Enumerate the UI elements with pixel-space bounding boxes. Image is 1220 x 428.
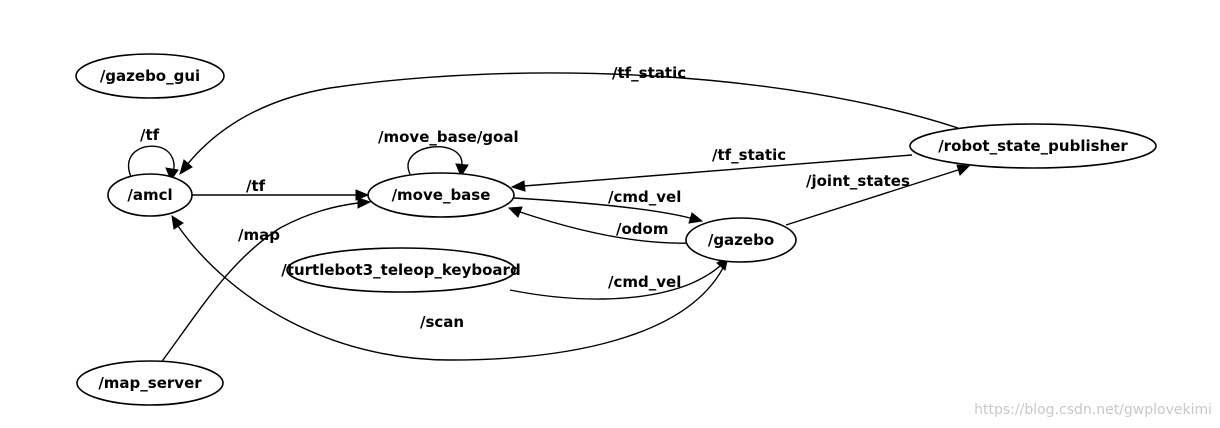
arrowhead — [956, 164, 971, 176]
node-label: /amcl — [127, 186, 172, 204]
node-ellipse — [286, 247, 516, 293]
node-ellipse — [76, 360, 224, 406]
watermark-text: https://blog.csdn.net/gwplovekimi — [974, 402, 1212, 418]
edge-label-cmd-vel-move-base: /cmd_vel — [608, 188, 681, 206]
edge-tf-static-top — [185, 72, 959, 167]
edge-label-tf-static-top: /tf_static — [612, 64, 686, 82]
arrowhead — [179, 159, 193, 176]
edge-label-map: /map — [238, 226, 280, 244]
node-gazebo[interactable]: /gazebo — [685, 217, 797, 263]
edge-label-tf-self: /tf — [140, 126, 160, 144]
node-label: /move_base — [392, 186, 491, 204]
node-label: /map_server — [98, 374, 202, 392]
node-map-server[interactable]: /map_server — [76, 360, 224, 406]
node-turtlebot3-teleop-keyboard[interactable]: /turtlebot3_teleop_keyboard — [281, 247, 521, 293]
node-gazebo-gui[interactable]: /gazebo_gui — [75, 53, 225, 99]
arrowhead — [357, 197, 372, 209]
edge-label-joint-states: /joint_states — [806, 172, 910, 190]
node-label: /gazebo_gui — [100, 67, 200, 85]
node-ellipse — [909, 123, 1157, 169]
arrowhead — [688, 212, 704, 224]
node-amcl[interactable]: /amcl — [107, 173, 193, 217]
edge-label-odom: /odom — [616, 220, 668, 238]
arrowhead — [507, 206, 523, 218]
edge-scan — [177, 225, 727, 361]
edge-label-move-base-goal: /move_base/goal — [378, 128, 519, 146]
edge-label-tf-static-mid: /tf_static — [712, 146, 786, 164]
node-ellipse — [367, 172, 515, 218]
node-ellipse — [685, 217, 797, 263]
node-move-base[interactable]: /move_base — [367, 172, 515, 218]
edge-move-base-goal-loop — [407, 146, 463, 175]
edge-odom — [519, 211, 693, 244]
edge-cmd-vel-teleop — [509, 263, 723, 300]
arrowhead — [455, 163, 469, 178]
edge-tf-static-mid — [523, 154, 913, 187]
node-label: /gazebo — [708, 231, 774, 249]
arrowhead — [510, 180, 526, 192]
node-label: /robot_state_publisher — [938, 137, 1128, 155]
node-ellipse — [75, 53, 225, 99]
edge-cmd-vel-move-base — [513, 197, 691, 219]
edge-tf-self-loop — [127, 145, 175, 180]
arrowhead — [355, 189, 370, 201]
edge-map — [159, 202, 359, 365]
arrowhead — [171, 214, 184, 230]
edge-label-cmd-vel-teleop: /cmd_vel — [608, 273, 681, 291]
node-ellipse — [107, 173, 193, 217]
edge-joint-states — [785, 169, 959, 226]
arrowhead — [165, 167, 179, 182]
edge-label-scan: /scan — [420, 313, 464, 331]
node-robot-state-publisher[interactable]: /robot_state_publisher — [909, 123, 1157, 169]
edge-label-tf-amcl-move-base: /tf — [246, 177, 266, 195]
node-label: /turtlebot3_teleop_keyboard — [281, 261, 520, 279]
